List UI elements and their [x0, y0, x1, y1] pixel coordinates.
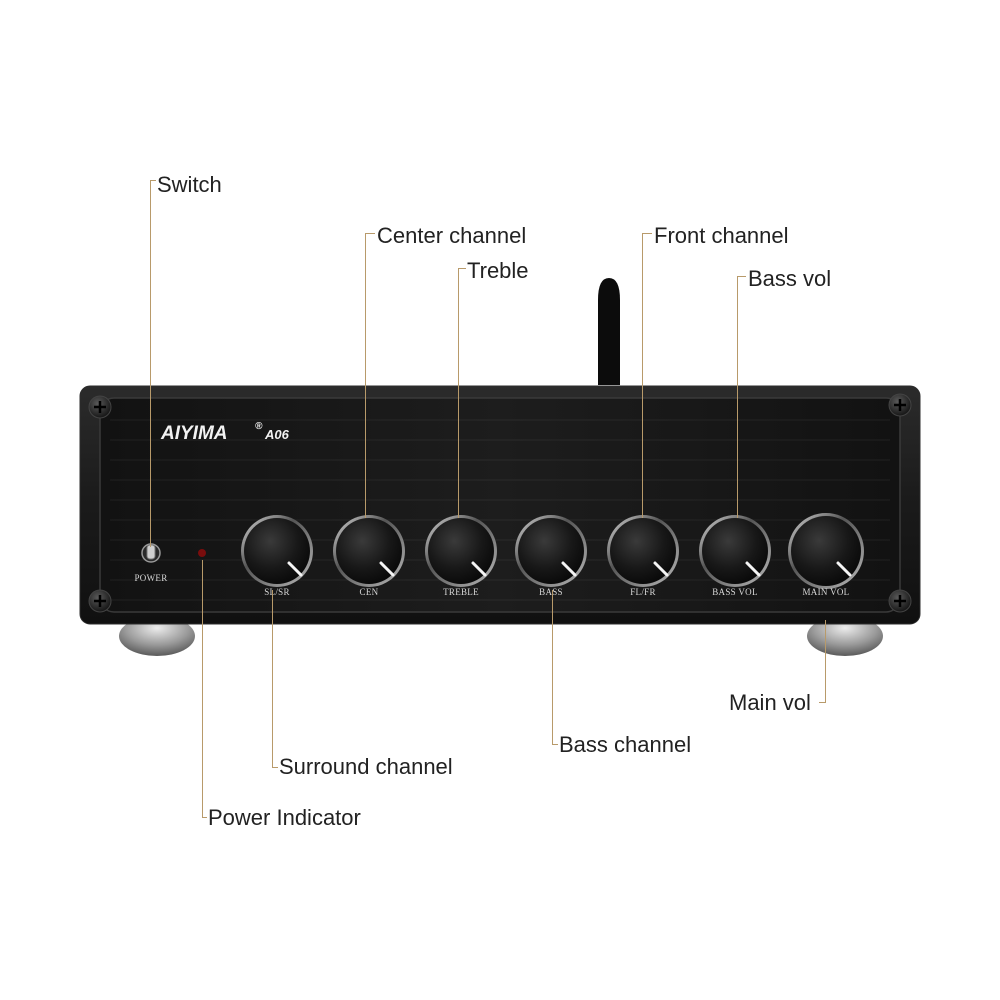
knob-label-main-vol: MAIN VOL	[803, 587, 850, 597]
knob-main-vol[interactable]: MAIN VOL	[788, 513, 864, 597]
right-foot	[807, 616, 883, 656]
knob-label-sl-sr: SL/SR	[264, 587, 290, 597]
knob-indicator	[653, 561, 669, 577]
leader-line	[150, 180, 151, 547]
callout-treble: Treble	[467, 258, 529, 283]
callout-bass-vol: Bass vol	[748, 266, 832, 291]
knob-label-cen: CEN	[360, 587, 379, 597]
brand-logo: AIYIMA	[160, 423, 228, 444]
knob-label-fl-fr: FL/FR	[630, 587, 656, 597]
leader-line	[737, 276, 738, 518]
power-led	[198, 549, 206, 557]
knob-sl-sr[interactable]: SL/SR	[241, 515, 313, 597]
callout-main-vol: Main vol	[729, 690, 811, 715]
knob-label-treble: TREBLE	[443, 587, 479, 597]
leader-line	[825, 620, 826, 702]
leader-line	[642, 233, 652, 234]
knob-row: SL/SR CEN TREBLE BASS FL/FR BASS VOL MAIN VOL	[241, 513, 864, 597]
knob-indicator	[471, 561, 487, 577]
screw-icon	[88, 589, 112, 613]
callout-bass-channel: Bass channel	[559, 732, 692, 757]
leader-line	[552, 590, 553, 744]
antenna	[598, 278, 620, 385]
knob-indicator	[745, 561, 761, 577]
knob-label-bass-vol: BASS VOL	[712, 587, 758, 597]
callout-surround-channel: Surround channel	[279, 754, 453, 779]
knob-bass-vol[interactable]: BASS VOL	[699, 515, 771, 597]
power-switch[interactable]	[141, 543, 161, 563]
knob-indicator	[379, 561, 395, 577]
knob-indicator	[836, 561, 852, 577]
callout-front-channel: Front channel	[654, 223, 789, 248]
model-label: A06	[264, 427, 290, 442]
leader-line	[365, 233, 375, 234]
leader-line	[737, 276, 746, 277]
screw-icon	[88, 395, 112, 419]
knob-fl-fr[interactable]: FL/FR	[607, 515, 679, 597]
power-switch-label: POWER	[135, 573, 168, 583]
left-foot	[119, 616, 195, 656]
screw-icon	[888, 393, 912, 417]
screw-icon	[888, 589, 912, 613]
leader-line	[458, 268, 459, 518]
leader-line	[552, 744, 558, 745]
knob-cen[interactable]: CEN	[333, 515, 405, 597]
leader-line	[202, 560, 203, 817]
leader-line	[458, 268, 466, 269]
knob-treble[interactable]: TREBLE	[425, 515, 497, 597]
knob-bass[interactable]: BASS	[515, 515, 587, 597]
knob-label-bass: BASS	[539, 587, 563, 597]
leader-line	[642, 233, 643, 518]
callout-power-indicator: Power Indicator	[208, 805, 361, 830]
leader-line	[150, 180, 156, 181]
leader-line	[365, 233, 366, 518]
callout-switch: Switch	[157, 172, 222, 197]
registered-mark: ®	[255, 421, 263, 432]
leader-line	[202, 817, 207, 818]
leader-line	[272, 767, 278, 768]
leader-line	[272, 590, 273, 767]
leader-line	[819, 702, 826, 703]
callout-center-channel: Center channel	[377, 223, 527, 248]
knob-indicator	[287, 561, 303, 577]
knob-indicator	[561, 561, 577, 577]
